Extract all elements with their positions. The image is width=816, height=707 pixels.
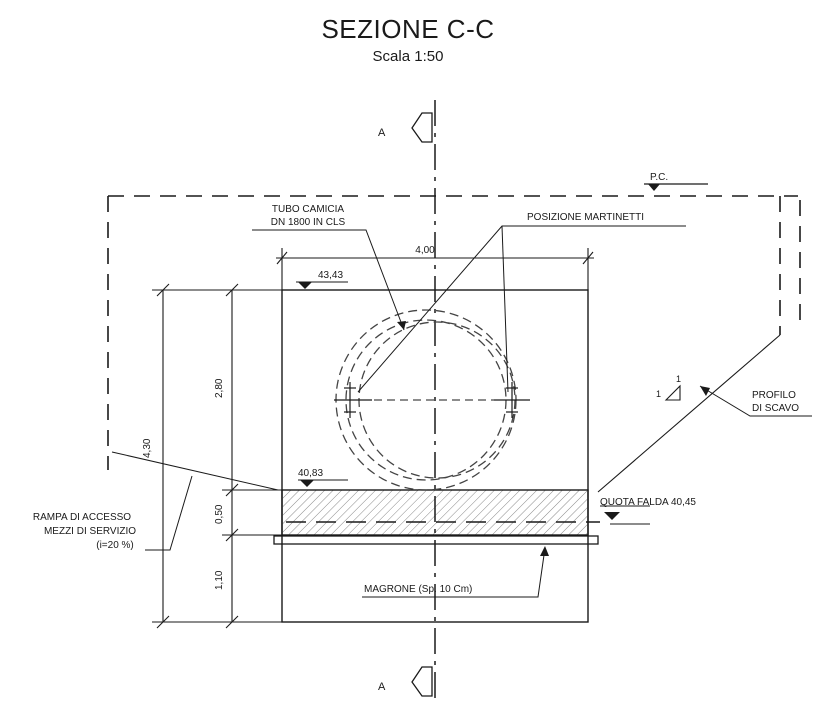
rampa-leader	[145, 475, 193, 551]
elevation-top-label: 43,43	[318, 270, 343, 281]
excavation-slope-line	[597, 334, 781, 493]
excavation-profile	[107, 195, 801, 470]
dimension-vertical	[152, 283, 282, 629]
dimension-width-label: 4,00	[415, 245, 435, 256]
dimension-lower-label: 1,10	[214, 570, 225, 590]
magrone-layer	[273, 535, 599, 545]
slope-rise-label: 1	[676, 374, 681, 384]
magrone-label: MAGRONE (Sp. 10 Cm)	[364, 584, 472, 595]
martinetti-leader-right	[501, 225, 509, 393]
tubo-camicia-label-1: TUBO CAMICIA	[272, 204, 345, 215]
elevation-slab-marker: 40,83	[298, 468, 348, 487]
rampa-label-1: RAMPA DI ACCESSO	[33, 512, 131, 523]
ground-level-label: P.C.	[650, 172, 668, 183]
elevation-slab-label: 40,83	[298, 468, 323, 479]
dimension-upper-label: 2,80	[214, 378, 225, 398]
martinetti-leader-left	[357, 225, 686, 393]
box-structure	[273, 289, 599, 623]
water-table-label: QUOTA FALDA 40,45	[600, 497, 696, 508]
drawing-scale: Scala 1:50	[372, 48, 444, 65]
water-table-marker: QUOTA FALDA 40,45	[600, 497, 696, 525]
slope-indicator: 1 1	[656, 374, 681, 401]
section-mark-bottom-label: A	[378, 681, 386, 693]
ground-level-marker: P.C.	[644, 172, 708, 191]
jack-left	[334, 382, 372, 418]
elevation-top-marker: 43,43	[296, 270, 348, 289]
martinetti-label: POSIZIONE MARTINETTI	[527, 212, 644, 223]
dimension-width	[276, 248, 594, 290]
dimension-slab-label: 0,50	[214, 504, 225, 524]
tubo-camicia-leader	[252, 229, 405, 331]
profilo-label-2: DI SCAVO	[752, 403, 799, 414]
section-mark-top-label: A	[378, 127, 386, 139]
profilo-leader	[699, 385, 812, 417]
rampa-label-3: (i=20 %)	[96, 540, 134, 551]
section-marker-bottom: A	[378, 666, 433, 697]
dimension-total-label: 4,30	[142, 438, 153, 458]
drawing-title: SEZIONE C-C	[321, 14, 495, 44]
jack-right	[494, 382, 530, 418]
section-marker-top: A	[378, 112, 433, 143]
slope-run-label: 1	[656, 389, 661, 399]
profilo-label-1: PROFILO	[752, 390, 796, 401]
rampa-label-2: MEZZI DI SERVIZIO	[44, 526, 136, 537]
magrone-leader	[362, 547, 546, 598]
tubo-camicia-label-2: DN 1800 IN CLS	[271, 217, 346, 228]
rampa-ramp-line	[111, 451, 279, 491]
